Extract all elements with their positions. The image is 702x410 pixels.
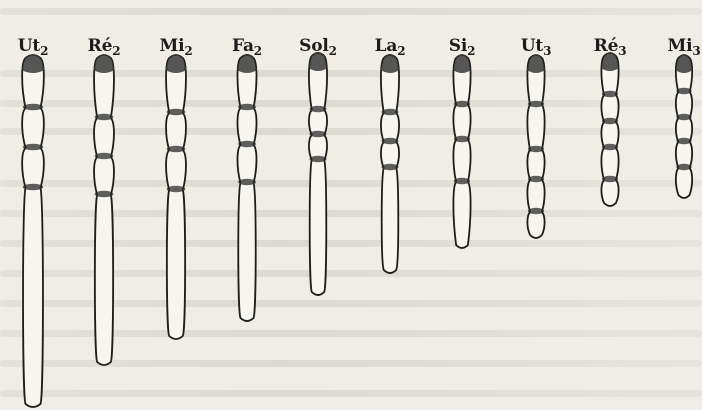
node-band: [528, 208, 544, 214]
node-band: [167, 109, 186, 115]
tube-5: [309, 53, 328, 296]
node-band: [602, 91, 618, 97]
node-band: [382, 109, 399, 115]
node-band: [95, 191, 114, 197]
tube-7: [453, 55, 471, 249]
node-band: [23, 104, 43, 110]
node-band: [238, 179, 256, 185]
tube-cap: [22, 55, 45, 74]
tube-8: [527, 55, 545, 239]
node-band: [23, 184, 43, 190]
node-band: [528, 101, 544, 107]
node-band: [382, 164, 399, 170]
node-band: [238, 141, 256, 147]
node-band: [602, 176, 618, 182]
node-band: [676, 164, 691, 170]
node-band: [167, 186, 186, 192]
node-band: [310, 131, 327, 137]
node-band: [676, 88, 691, 94]
node-band: [676, 138, 691, 144]
tube-outline: [309, 53, 327, 295]
node-band: [602, 144, 618, 150]
tube-1: [22, 55, 45, 408]
node-band: [382, 138, 399, 144]
node-band: [454, 136, 470, 142]
tube-outline: [237, 55, 256, 321]
tube-outline: [94, 55, 114, 365]
tube-4: [237, 55, 257, 322]
tube-outline: [453, 55, 470, 248]
node-band: [95, 114, 114, 120]
node-band: [23, 144, 43, 150]
tube-outline: [601, 53, 618, 206]
node-band: [528, 176, 544, 182]
node-band: [602, 118, 618, 124]
node-band: [238, 104, 256, 110]
tube-3: [166, 55, 187, 340]
node-band: [528, 146, 544, 152]
tube-outline: [166, 55, 186, 339]
tube-9: [601, 53, 619, 207]
node-band: [167, 146, 186, 152]
tube-10: [675, 55, 692, 199]
node-band: [310, 156, 327, 162]
tube-outline: [676, 55, 692, 198]
tube-2: [94, 55, 115, 366]
node-band: [95, 153, 114, 159]
tube-6: [381, 55, 400, 274]
node-band: [454, 101, 470, 107]
node-band: [454, 178, 470, 184]
node-band: [676, 114, 691, 120]
node-band: [310, 106, 327, 112]
